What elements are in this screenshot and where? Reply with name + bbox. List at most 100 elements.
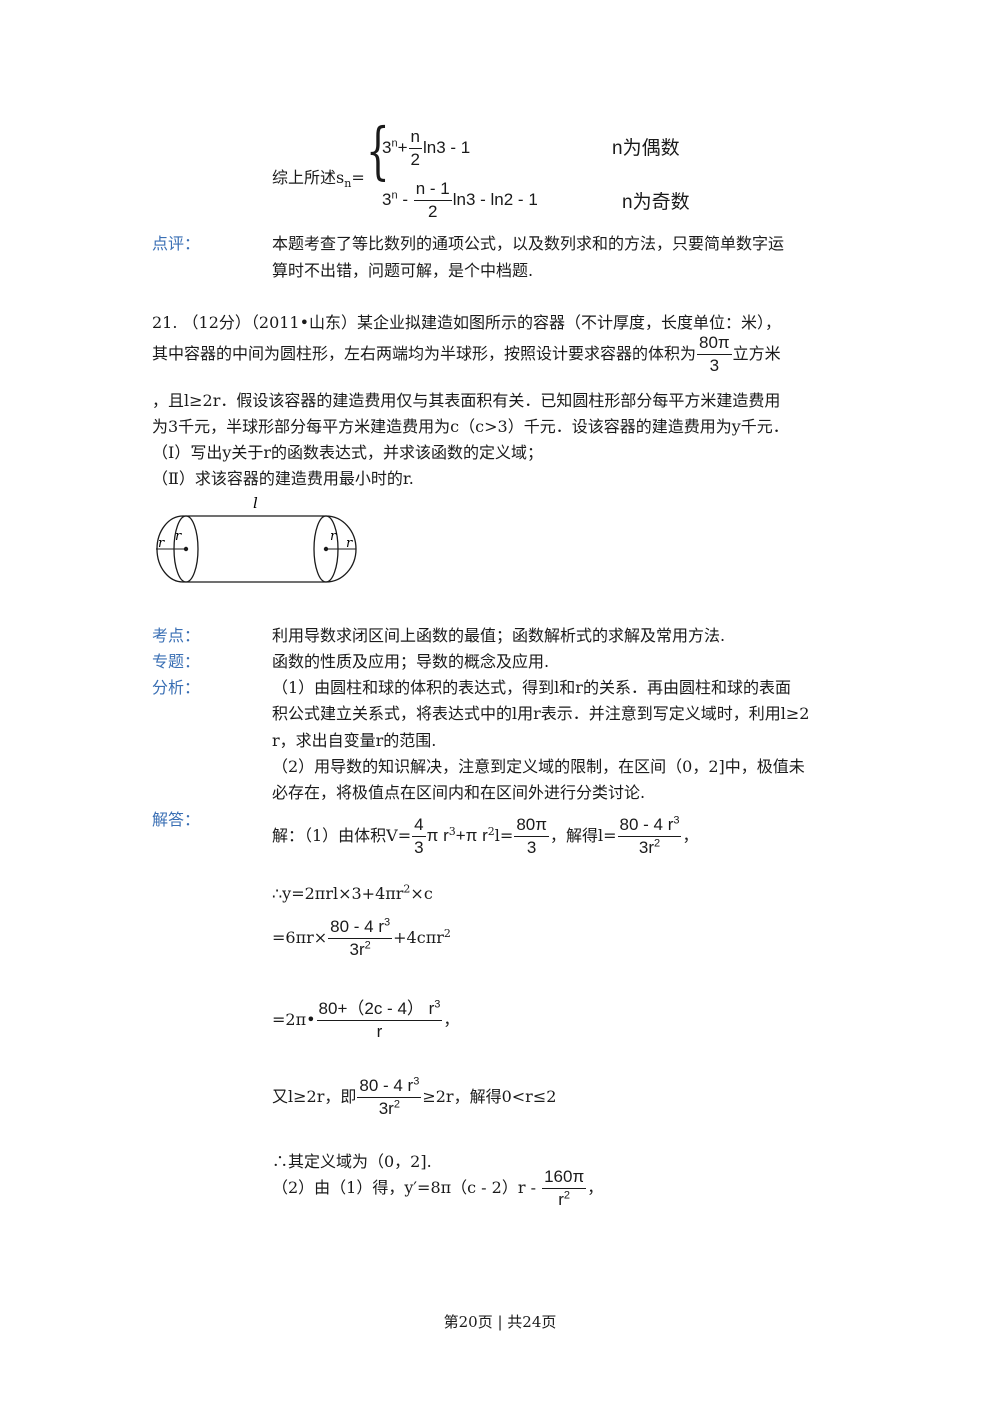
figure-label-r-right-inner: r	[330, 529, 337, 544]
figure-label-r-left-outer: r	[158, 536, 165, 551]
step3-post: +4cπr	[393, 928, 444, 948]
step3-den-sup: 2	[364, 939, 371, 952]
summary-lead-sub: n	[344, 177, 352, 191]
step5-den-sup: 2	[393, 1098, 400, 1111]
case1-frac-den: 2	[410, 149, 420, 169]
step3-num-text: 80 - 4 r	[330, 917, 385, 936]
zhuanti-label: 专题：	[152, 652, 201, 671]
step3-pre: =6πr×	[272, 928, 328, 948]
step5-post: ≥2r，解得0<r≤2	[422, 1087, 557, 1107]
case1-frac-num: n	[408, 127, 422, 149]
problem-part-2: （Ⅱ）求该容器的建造费用最小时的r.	[152, 469, 414, 488]
container-figure: l r r r r	[156, 494, 357, 583]
problem-line-2-unit: 立方米	[732, 344, 781, 364]
step3-post-sup: 2	[443, 926, 451, 940]
problem-part-1: （Ⅰ）写出y关于r的函数表达式，并求该函数的定义域；	[152, 443, 544, 462]
case2-base: 3	[382, 190, 392, 210]
case2-minus: -	[397, 190, 413, 210]
step5-num-text: 80 - 4 r	[359, 1076, 414, 1095]
step2-text: ∴y=2πrl×3+4πr	[272, 884, 404, 903]
step5-num: 80 - 4 r3	[357, 1075, 422, 1098]
summary-lead-text: 综上所述s	[272, 168, 345, 187]
problem-line-4: 为3千元，半球形部分每平方米建造费用为c（c>3）千元．设该容器的建造费用为y千…	[152, 417, 789, 436]
step2-sup: 2	[403, 882, 411, 896]
piecewise-cond-odd: n为奇数	[622, 192, 690, 213]
step5-den: 3r2	[379, 1098, 400, 1119]
step1-post: ，	[682, 826, 699, 846]
summary-lead: 综上所述sn=	[272, 164, 365, 191]
volume-frac-num: 80π	[697, 333, 732, 355]
step3-den: 3r2	[350, 939, 371, 960]
step5-num-sup: 3	[413, 1075, 420, 1088]
jieda-label: 解答：	[152, 810, 201, 829]
figure-label-r-right-outer: r	[346, 536, 353, 551]
step5-pre: 又l≥2r，即	[272, 1087, 357, 1107]
step1-f3-num-sup: 3	[673, 814, 680, 827]
step4-num: 80+（2c - 4） r3	[316, 999, 443, 1021]
step3-num: 80 - 4 r3	[328, 917, 393, 939]
step1-mid: π r	[426, 826, 449, 846]
step7-den-text: r	[558, 1189, 564, 1209]
fenxi-label: 分析：	[152, 678, 201, 697]
step1-sup1: 3	[448, 824, 456, 838]
comment-label: 点评：	[152, 234, 201, 253]
piecewise-cond-even: n为偶数	[612, 138, 680, 159]
step1-mid3: l=	[494, 826, 514, 846]
kaodian-label: 考点：	[152, 626, 201, 645]
solution-step-6: ∴其定义域为（0，2].	[272, 1152, 432, 1171]
step7-den-sup: 2	[563, 1189, 571, 1202]
kaodian-text: 利用导数求闭区间上函数的最值；函数解析式的求解及常用方法.	[272, 626, 726, 645]
step5-den-text: 3r	[378, 1098, 394, 1118]
step1-mid2: +π r	[455, 826, 488, 846]
piecewise-brace: {	[366, 114, 390, 187]
problem-line-3: ，且l≥2r．假设该容器的建造费用仅与其表面积有关．已知圆柱形部分每平方米建造费…	[152, 391, 781, 410]
page-footer: 第20页 | 共24页	[443, 1313, 557, 1331]
step7-post: ，	[587, 1178, 604, 1198]
figure-label-l: l	[253, 494, 258, 512]
fenxi-line-1: （1）由圆柱和球的体积的表达式，得到l和r的关系．再由圆柱和球的表面	[272, 678, 791, 697]
figure-label-r-left-inner: r	[175, 529, 182, 544]
case1-sup: n	[391, 137, 398, 150]
comment-line-2: 算时不出错，问题可解，是个中档题.	[272, 261, 534, 280]
case2-sup: n	[391, 189, 398, 202]
step4-post: ，	[443, 1010, 460, 1030]
volume-frac-den: 3	[709, 355, 720, 375]
step1-mid4: ，解得l=	[549, 826, 617, 846]
fenxi-line-4: （2）用导数的知识解决，注意到定义域的限制，在区间（0，2]中，极值未	[272, 757, 805, 776]
step1-f2-den: 3	[526, 837, 537, 857]
case2-frac-den: 2	[427, 201, 438, 221]
step7-pre: （2）由（1）得，y′=8π（c - 2）r -	[272, 1178, 542, 1198]
step3-den-text: 3r	[349, 939, 365, 959]
step2-post: ×c	[410, 884, 433, 903]
fenxi-line-5: 必存在，将极值点在区间内和在区间外进行分类讨论.	[272, 783, 646, 802]
problem-line-1: 21. （12分）（2011•山东）某企业拟建造如图所示的容器（不计厚度，长度单…	[152, 313, 782, 332]
step1-f3-den-text: 3r	[638, 837, 654, 857]
comment-line-1: 本题考查了等比数列的通项公式，以及数列求和的方法，只要简单数字运	[272, 234, 785, 253]
step1-f3-num-text: 80 - 4 r	[619, 815, 674, 834]
fenxi-line-2: 积公式建立关系式，将表达式中的l用r表示．并注意到写定义域时，利用l≥2	[272, 704, 810, 723]
step1-pre: 解：（1）由体积V=	[272, 826, 412, 846]
case1-plus: +	[397, 138, 408, 158]
step7-den: r2	[558, 1189, 570, 1210]
step1-sup2: 2	[487, 824, 495, 838]
case2-frac-num: n - 1	[413, 179, 452, 201]
step1-f2-num: 80π	[514, 815, 549, 837]
step1-f3-num: 80 - 4 r3	[617, 814, 682, 837]
